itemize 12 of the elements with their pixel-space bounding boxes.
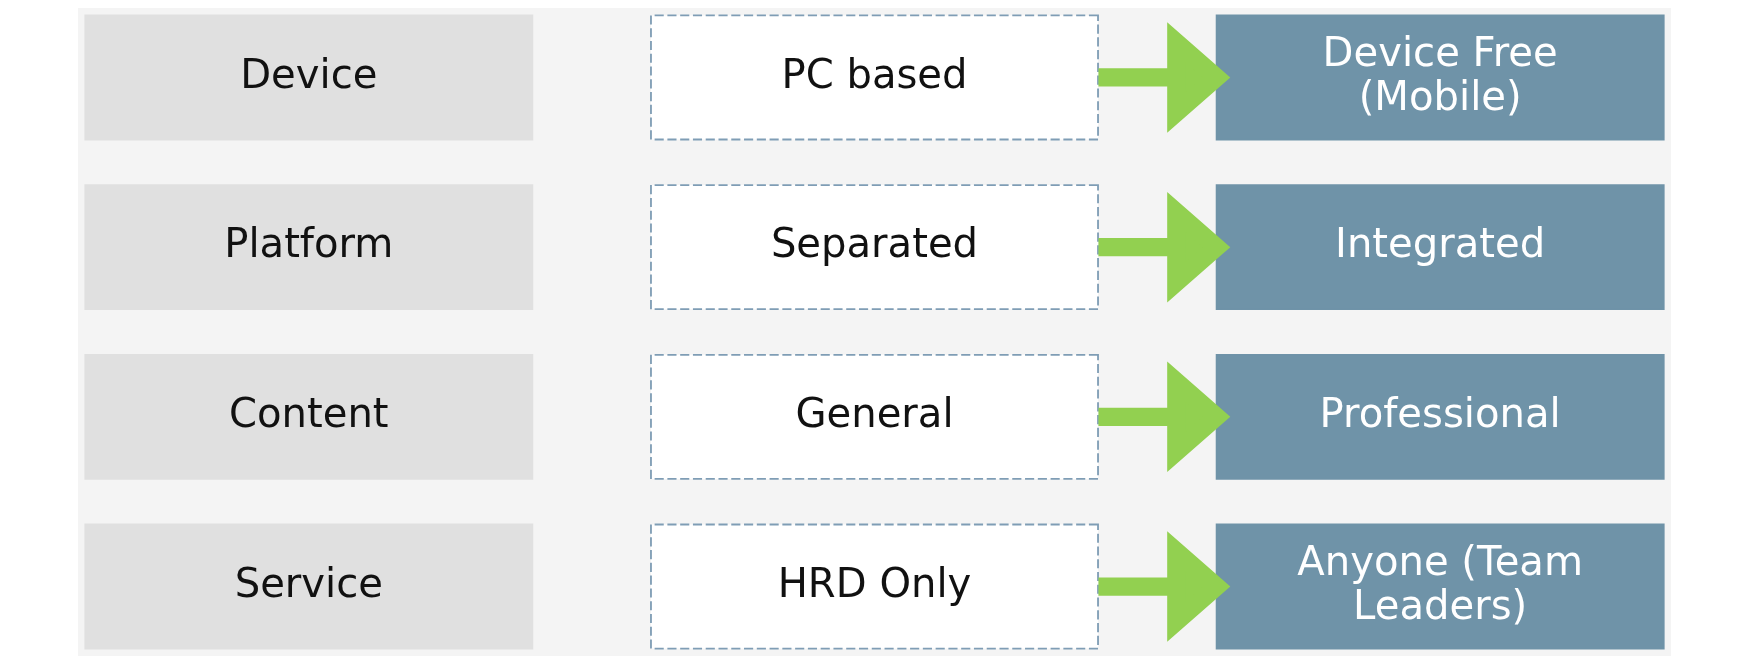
arrow	[1097, 191, 1230, 303]
arrow	[1097, 22, 1230, 133]
node-box: Integrated	[1215, 184, 1665, 311]
arrow	[1097, 361, 1230, 473]
node-box: Separated	[649, 184, 1099, 311]
node-box: Professional	[1215, 353, 1665, 480]
node-box: HRD Only	[649, 523, 1099, 650]
node-box: General	[649, 353, 1099, 480]
arrow	[1097, 531, 1230, 642]
node-box: PC based	[649, 14, 1099, 141]
node-box: Device Free (Mobile)	[1215, 14, 1665, 141]
node-box: Anyone (Team Leaders)	[1215, 523, 1665, 650]
